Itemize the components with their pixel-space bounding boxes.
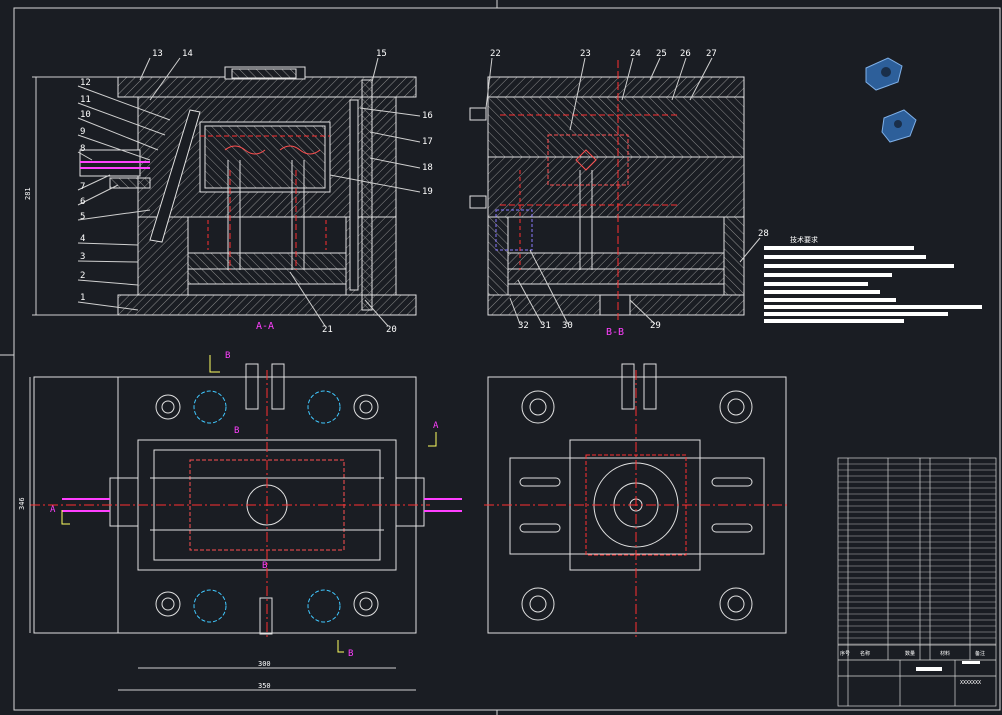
- svg-text:27: 27: [706, 49, 717, 59]
- svg-text:B: B: [348, 649, 353, 659]
- dimension-plan: [29, 377, 416, 691]
- svg-text:材料: 材料: [940, 650, 950, 657]
- svg-text:4: 4: [80, 234, 85, 244]
- cut-plane-labels: B B B B A A: [50, 351, 439, 659]
- notes-text-bars: [764, 246, 982, 323]
- svg-text:31: 31: [540, 321, 551, 331]
- svg-text:25: 25: [656, 49, 667, 59]
- callout-numbers-bb: 22 23 24 25 26 27 28 29 30 31 32: [490, 49, 769, 331]
- plan-left-ejector-rods: [62, 498, 462, 512]
- svg-text:9: 9: [80, 127, 85, 137]
- svg-text:16: 16: [422, 111, 433, 121]
- svg-text:19: 19: [422, 187, 433, 197]
- title-block-code: XXXXXXX: [960, 680, 981, 686]
- leader-lines-right-top: [289, 57, 421, 327]
- section-bb-title: B-B: [606, 327, 624, 338]
- drawing-border: [13, 7, 1001, 711]
- svg-text:20: 20: [386, 325, 397, 335]
- svg-text:32: 32: [518, 321, 529, 331]
- svg-text:B: B: [225, 351, 230, 361]
- svg-text:5: 5: [80, 212, 85, 222]
- dim-label-346: 346: [18, 497, 26, 510]
- svg-text:26: 26: [680, 49, 691, 59]
- section-view-bb: [469, 76, 745, 316]
- svg-text:6: 6: [80, 197, 85, 207]
- svg-text:7: 7: [80, 182, 85, 192]
- svg-text:8: 8: [80, 144, 85, 154]
- svg-text:3: 3: [80, 252, 85, 262]
- section-aa-title: A-A: [256, 321, 274, 332]
- svg-text:15: 15: [376, 49, 387, 59]
- cut-plane-markers: [61, 355, 437, 653]
- section-aa-details: [80, 135, 330, 270]
- svg-text:14: 14: [182, 49, 193, 59]
- svg-text:24: 24: [630, 49, 641, 59]
- svg-text:21: 21: [322, 325, 333, 335]
- svg-text:2: 2: [80, 271, 85, 281]
- svg-text:数量: 数量: [905, 650, 915, 657]
- plan-view-right: [487, 363, 787, 634]
- svg-text:A: A: [50, 505, 56, 515]
- svg-text:23: 23: [580, 49, 591, 59]
- bom-rows: [838, 463, 996, 645]
- svg-text:30: 30: [562, 321, 573, 331]
- bom-text-marks: [916, 661, 980, 671]
- svg-text:10: 10: [80, 110, 91, 120]
- svg-text:1: 1: [80, 293, 85, 303]
- svg-text:B: B: [262, 561, 267, 571]
- svg-text:13: 13: [152, 49, 163, 59]
- callout-numbers-left: 1 2 3 4 5 6 7 8 9 10 11 12 13 14: [80, 49, 193, 303]
- dim-label-281: 281: [24, 187, 32, 200]
- dim-label-300: 300: [258, 660, 271, 668]
- leader-lines-bb: [485, 57, 761, 325]
- plan-view-right-centerlines: [484, 370, 790, 640]
- svg-text:12: 12: [80, 78, 91, 88]
- plan-view-left-centerlines: [30, 370, 430, 640]
- svg-text:名称: 名称: [860, 650, 870, 657]
- svg-text:11: 11: [80, 95, 91, 105]
- callout-numbers-right-top: 15 16 17 18 19 20 21: [322, 49, 433, 335]
- section-bb-details: [495, 60, 680, 320]
- svg-text:序号: 序号: [840, 650, 850, 657]
- svg-text:22: 22: [490, 49, 501, 59]
- svg-text:18: 18: [422, 163, 433, 173]
- leader-lines-left: [77, 57, 181, 311]
- svg-text:备注: 备注: [975, 650, 985, 657]
- svg-text:B: B: [234, 426, 239, 436]
- bom-table: [837, 457, 997, 707]
- svg-text:A: A: [433, 421, 439, 431]
- section-view-aa: [79, 66, 417, 316]
- bom-header-labels: 序号 名称 数量 材料 备注: [840, 650, 985, 657]
- dim-label-350: 350: [258, 682, 271, 690]
- dimension-height-left: [32, 76, 118, 316]
- svg-text:28: 28: [758, 229, 769, 239]
- isometric-part-views: [865, 57, 917, 143]
- notes-title: 技术要求: [790, 235, 818, 244]
- svg-text:17: 17: [422, 137, 433, 147]
- svg-text:29: 29: [650, 321, 661, 331]
